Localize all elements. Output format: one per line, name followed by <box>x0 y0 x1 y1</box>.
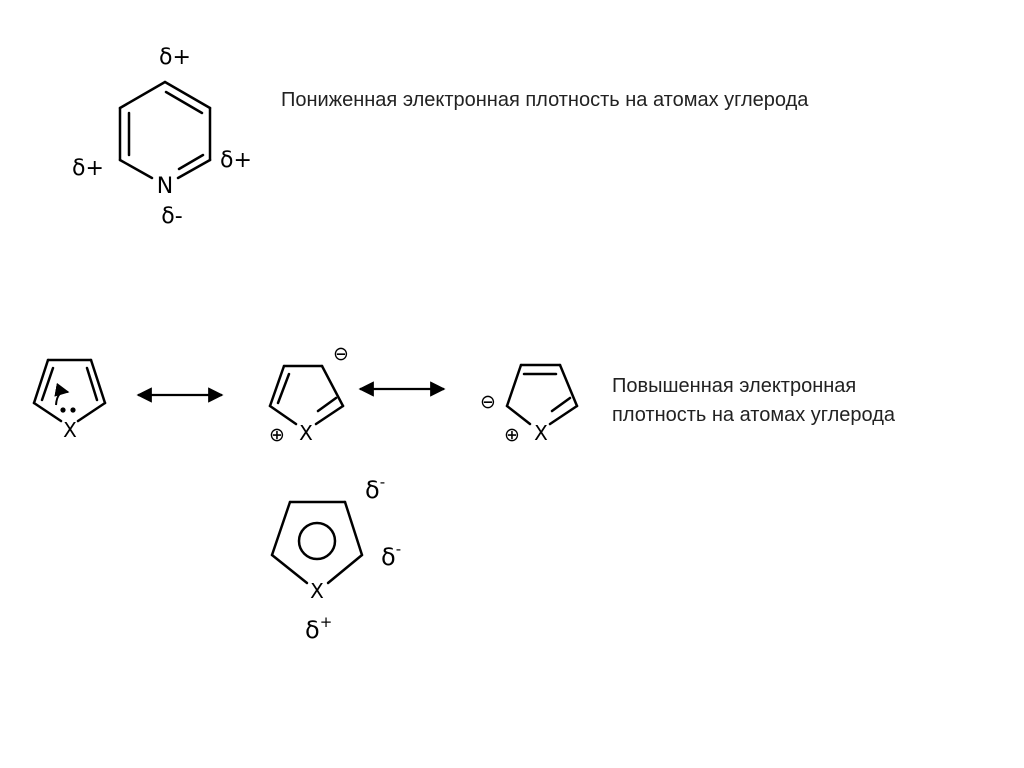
five-ring-neutral <box>32 358 107 423</box>
five-ring-zwitterion-beta <box>268 364 345 426</box>
ring2-heteroatom: X <box>299 421 313 445</box>
pyridine-charge-right: δ+ <box>220 148 252 173</box>
five-ring-caption-line2: плотность на атомах углерода <box>612 404 896 426</box>
ring3-minus-charge: ⊖ <box>480 391 496 413</box>
pyridine-ring <box>118 80 212 180</box>
five-ring-caption: Повышенная электронная плотность на атом… <box>612 372 895 430</box>
curved-arrow-icon <box>54 382 70 406</box>
five-ring-hybrid <box>270 500 364 585</box>
hybrid-heteroatom: X <box>310 579 324 603</box>
pyridine-charge-nitrogen: δ- <box>161 204 182 229</box>
pyridine-caption: Пониженная электронная плотность на атом… <box>281 89 809 111</box>
hybrid-charge-bottom: δ+ <box>305 613 332 644</box>
pyridine-charge-left: δ+ <box>72 156 104 181</box>
pyridine-nitrogen-label: N <box>157 174 173 199</box>
ring2-minus-charge: ⊖ <box>333 343 349 365</box>
ring1-heteroatom: X <box>63 418 77 442</box>
five-ring-caption-line1: Повышенная электронная <box>612 375 857 397</box>
pyridine-charge-top: δ+ <box>159 45 191 70</box>
ring3-heteroatom: X <box>534 421 548 445</box>
lone-pair-icon <box>60 407 66 413</box>
hybrid-charge-right: δ- <box>381 540 401 571</box>
lone-pair-icon <box>70 407 76 413</box>
hybrid-charge-top-right: δ- <box>365 473 385 504</box>
ring2-plus-charge: ⊕ <box>269 424 285 446</box>
five-ring-zwitterion-alpha <box>505 363 579 426</box>
ring3-plus-charge: ⊕ <box>504 424 520 446</box>
